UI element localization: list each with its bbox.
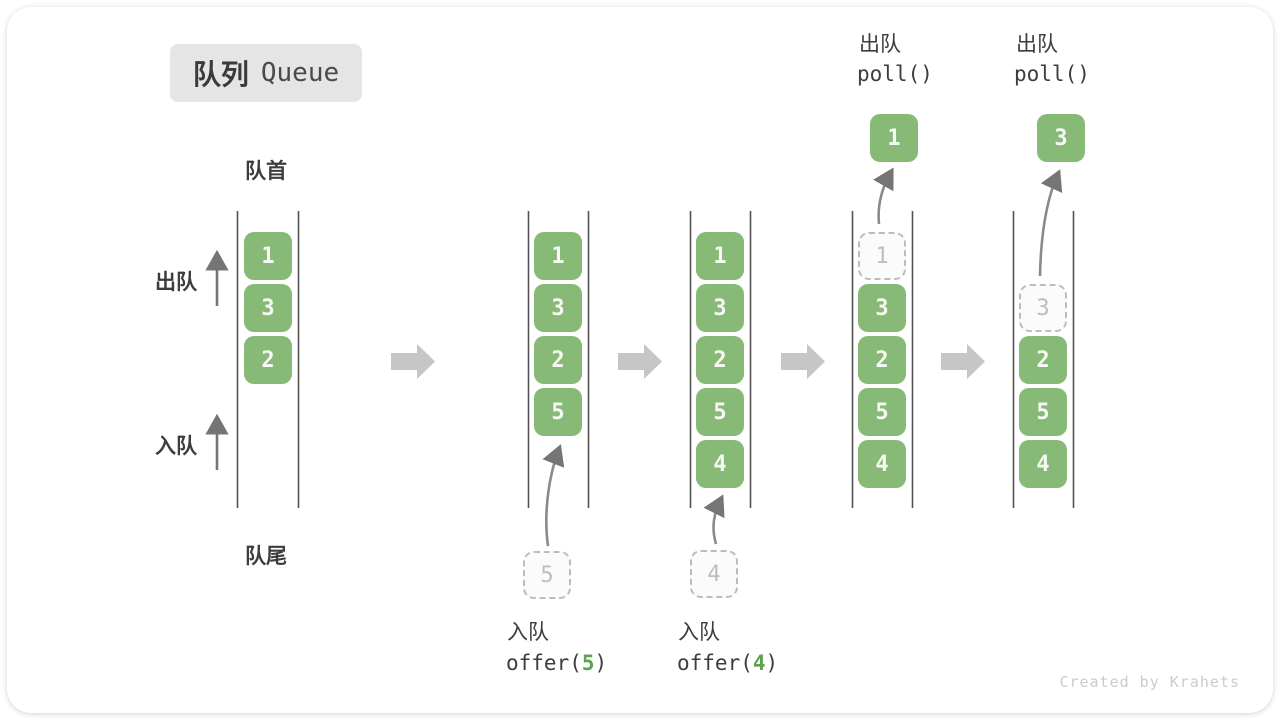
offer5-arrow (542, 444, 565, 547)
removed-item-placeholder: 1 (858, 232, 906, 280)
poll-code-label: poll() (857, 62, 933, 86)
title-zh: 队列 (192, 59, 249, 90)
enqueue-op-label: 入队 (507, 621, 549, 644)
dequeue-side-label: 出队 (155, 271, 197, 294)
queue-item: 2 (244, 336, 292, 384)
queue-item: 5 (1019, 388, 1067, 436)
poll-code-label: poll() (1014, 62, 1090, 86)
queue-item: 1 (534, 232, 582, 280)
diagram-title: 队列 Queue (170, 44, 362, 102)
incoming-item-placeholder: 5 (523, 551, 571, 599)
queue-item: 5 (696, 388, 744, 436)
removed-item-placeholder: 3 (1019, 284, 1067, 332)
dequeue-op-label: 出队 (859, 33, 901, 56)
queue-item: 1 (244, 232, 292, 280)
code-arg: 4 (752, 651, 766, 675)
offer4-arrow (703, 494, 725, 545)
queue-item: 3 (244, 284, 292, 332)
title-en: Queue (260, 58, 340, 88)
queue-item: 2 (534, 336, 582, 384)
code-arg: 5 (581, 651, 595, 675)
poll3-arrow (1038, 169, 1063, 277)
enqueue-op-label: 入队 (678, 621, 720, 644)
queue-item: 4 (1019, 440, 1067, 488)
operation-arrows (542, 167, 1063, 547)
dequeue-op-label: 出队 (1016, 33, 1058, 56)
offer4-code-label: offer(4) (677, 651, 778, 675)
queue-item: 2 (858, 336, 906, 384)
queue-item: 5 (858, 388, 906, 436)
queue-item: 2 (696, 336, 744, 384)
code-text: ) (765, 651, 779, 675)
queue-item: 1 (696, 232, 744, 280)
watermark-credit: Created by Krahets (1059, 673, 1240, 691)
state-transition-arrow-icons (391, 344, 985, 379)
queue-item: 4 (696, 440, 744, 488)
queue-front-label: 队首 (245, 160, 287, 183)
code-text: ) (594, 651, 608, 675)
code-text: offer( (506, 651, 582, 675)
enqueue-side-label: 入队 (155, 435, 197, 458)
code-text: offer( (677, 651, 753, 675)
queue-item: 3 (858, 284, 906, 332)
queue-item: 5 (534, 388, 582, 436)
queue-rear-label: 队尾 (245, 545, 287, 568)
queue-item: 3 (534, 284, 582, 332)
queue-item: 3 (696, 284, 744, 332)
incoming-item-placeholder: 4 (690, 550, 738, 598)
poll1-arrow (873, 167, 894, 225)
dequeued-item: 3 (1037, 114, 1085, 162)
offer5-code-label: offer(5) (506, 651, 607, 675)
dequeued-item: 1 (870, 114, 918, 162)
queue-item: 4 (858, 440, 906, 488)
queue-item: 2 (1019, 336, 1067, 384)
queue-channel-walls (236, 211, 1075, 508)
